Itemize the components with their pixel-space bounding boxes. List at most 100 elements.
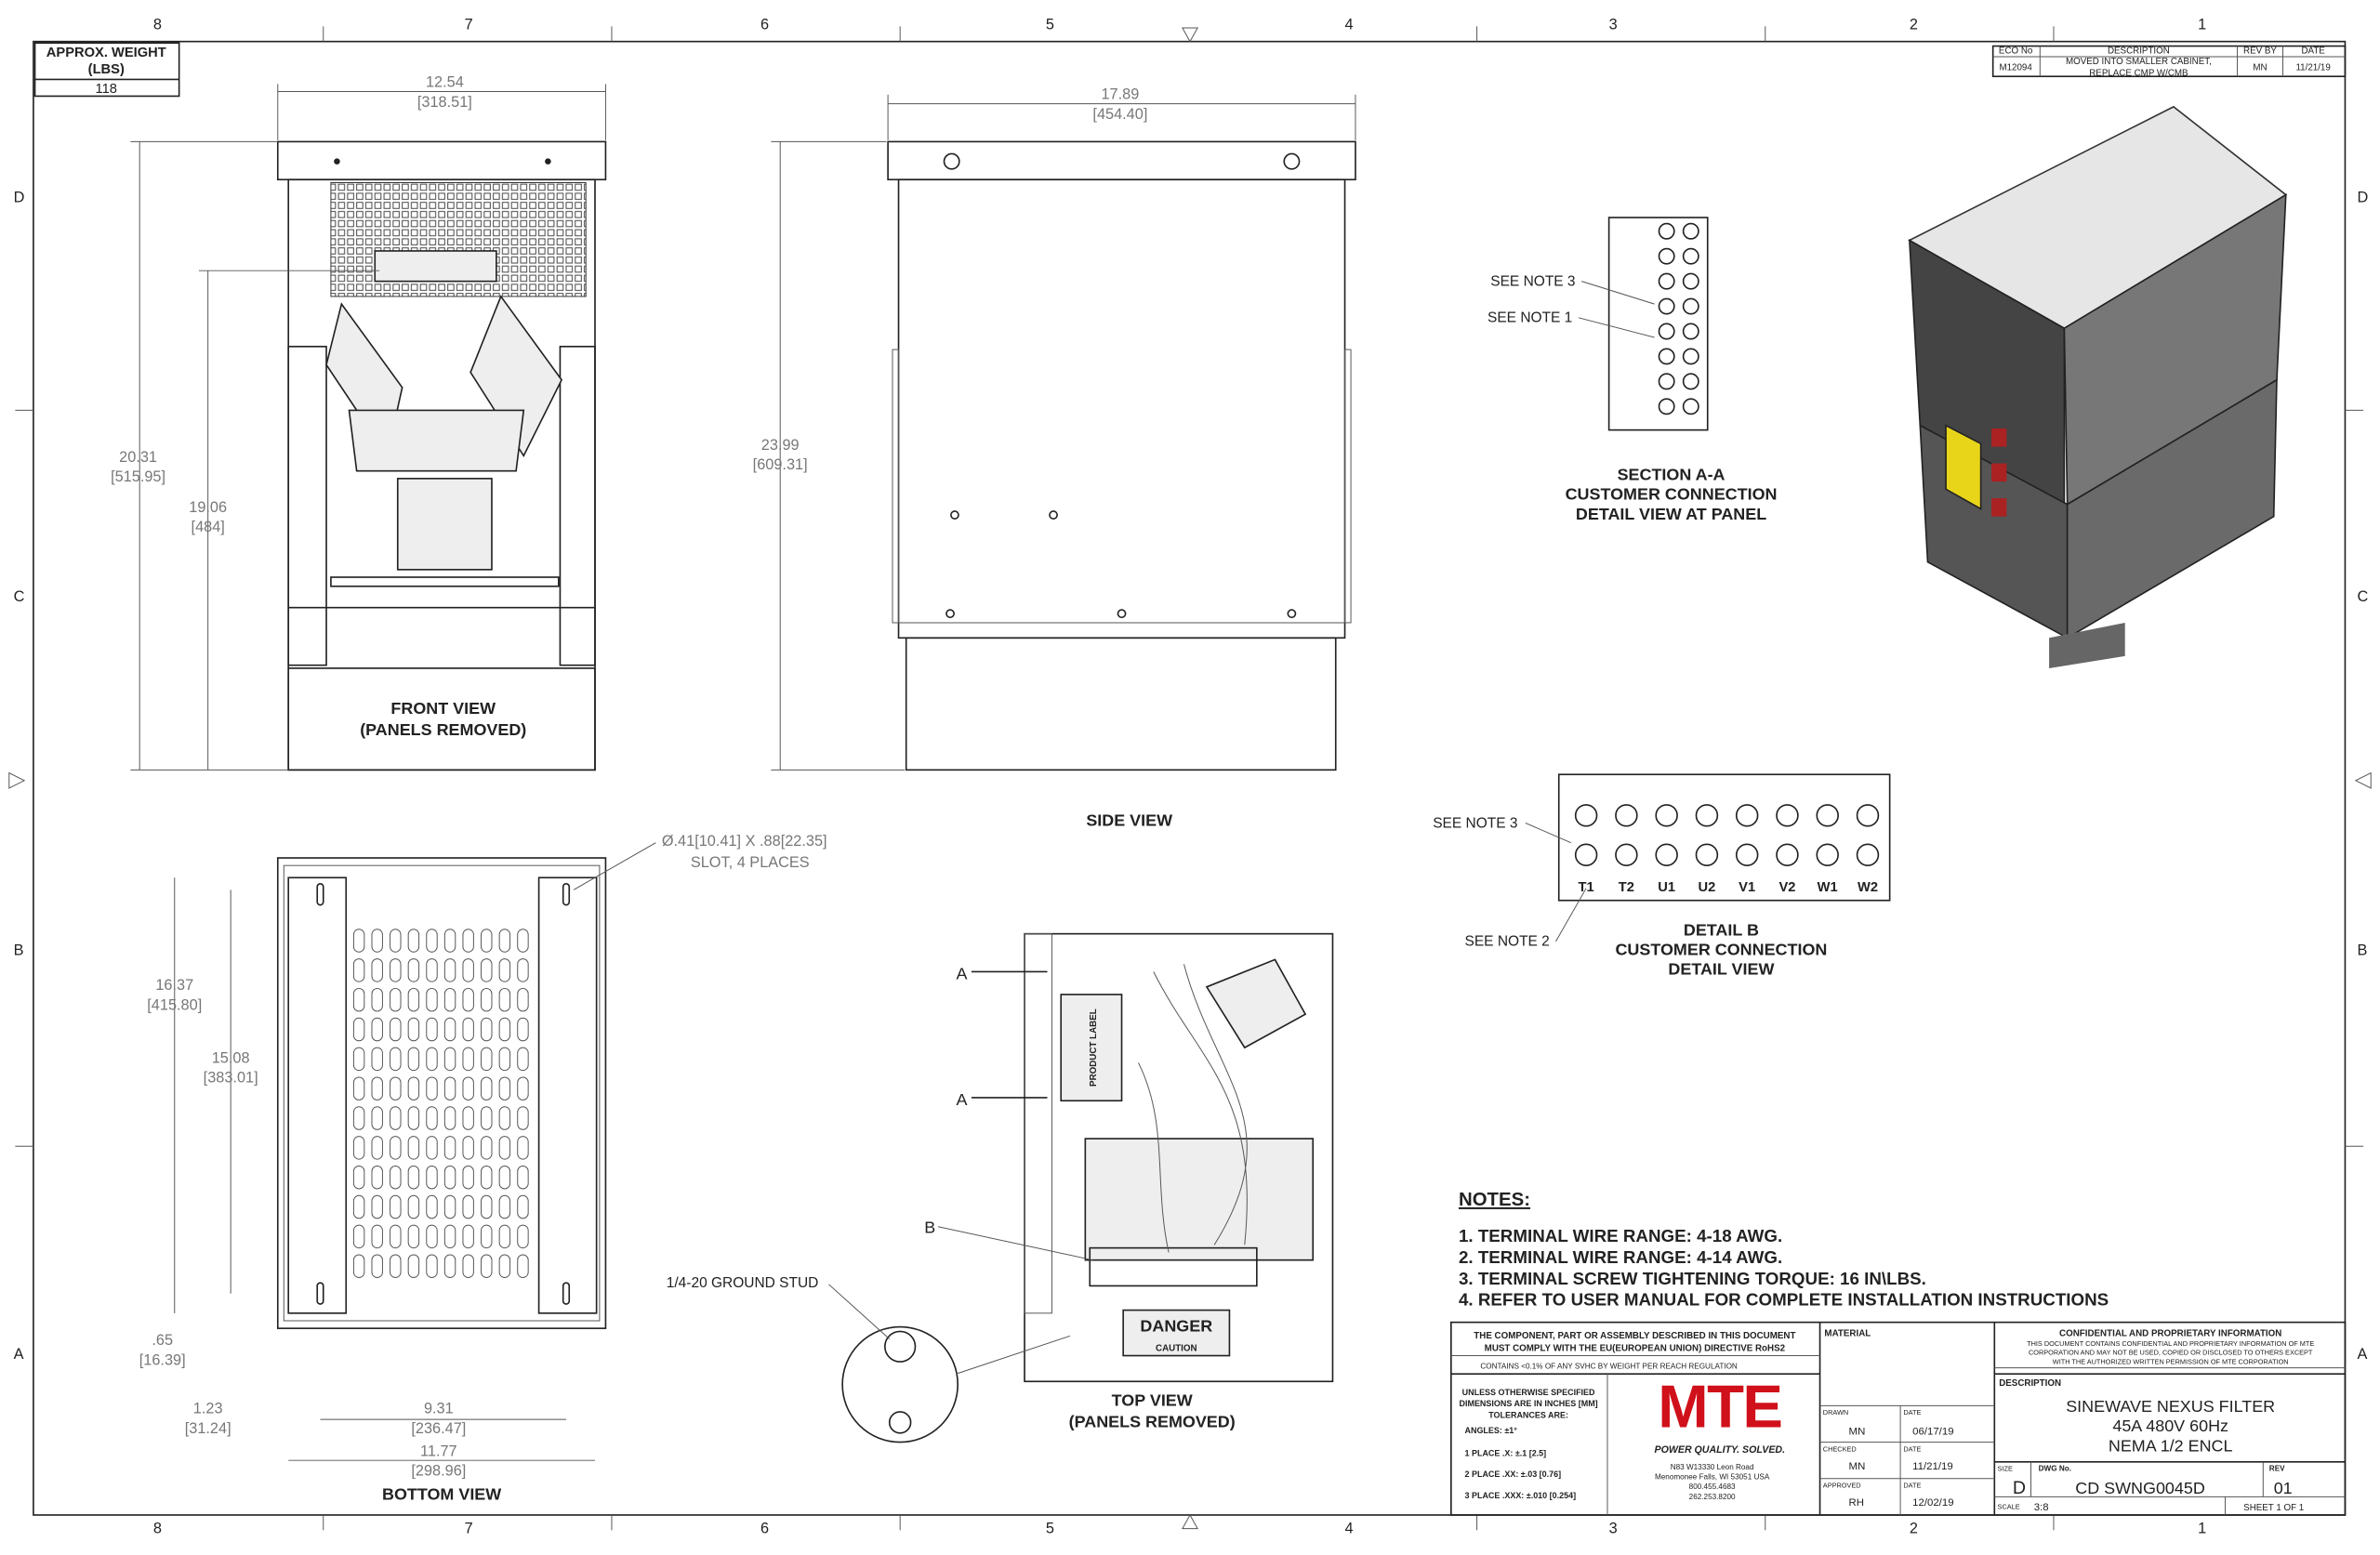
terminal-label: U1 [1658,880,1675,895]
vent-slot [390,929,402,953]
front-width-dim-mm: [318.51] [417,94,472,111]
zone-col-7-bottom: 7 [465,1521,473,1537]
vent-slot [426,1224,438,1249]
terminal-top-screw [1695,804,1719,827]
terminal-bottom-screw [1816,843,1839,867]
vent-slot [426,987,438,1012]
checked-date-label: DATE [1903,1444,1921,1453]
vent-slot [407,1017,420,1042]
vent-slot [407,1224,420,1249]
vent-slot [517,1254,529,1278]
vent-slot [462,1017,474,1042]
vent-slot [407,1076,420,1100]
vent-slot [462,1224,474,1249]
vent-slot [407,987,420,1012]
vent-slot [498,1136,511,1160]
tol-2: DIMENSIONS ARE IN INCHES [MM] [1460,1399,1598,1408]
note-1: 1. TERMINAL WIRE RANGE: 4-18 AWG. [1459,1226,1782,1245]
front-view: FRONT VIEW (PANELS REMOVED) 12.54 [318.5… [111,74,607,771]
vent-slot [352,1017,365,1042]
vent-slot [407,1106,420,1130]
rev-header-eco: ECO No [1999,46,2033,57]
zone-col-4-bottom: 4 [1345,1521,1354,1537]
tol-1: UNLESS OTHERWISE SPECIFIED [1462,1388,1595,1397]
vent-slot [498,1047,511,1072]
revision-block: ECO No DESCRIPTION REV BY DATE M12094 MO… [1991,45,2347,78]
zone-row-d: D [14,190,25,206]
phone-2: 262.253.8200 [1689,1493,1736,1501]
zone-col-3-bottom: 3 [1609,1521,1618,1537]
vent-slot [481,987,493,1012]
zone-row-a-right: A [2358,1346,2368,1363]
vent-slot [517,1224,529,1249]
vent-slot [498,1194,511,1219]
terminal-bottom-screw [1776,843,1799,867]
vent-slot [371,1136,383,1160]
dwg-number: CD SWNG0045D [2075,1479,2205,1497]
terminal-screw [1658,272,1675,290]
vent-slot [426,1254,438,1278]
front-inner-dim-mm: [484] [192,519,225,535]
front-height-dim-mm: [515.95] [111,468,165,485]
terminal-screw [1682,348,1699,365]
vent-slot [443,1047,456,1072]
terminal-bottom-screw [1615,843,1638,867]
side-width-dim: 17.89 [1101,86,1139,103]
terminal-label: V1 [1739,880,1755,895]
vent-slot [390,1106,402,1130]
bottom-dim-15: 15.08 [212,1049,250,1066]
tagline: POWER QUALITY. SOLVED. [1655,1444,1786,1456]
vent-slot [352,929,365,953]
vent-slot [352,1076,365,1100]
conf-1: THIS DOCUMENT CONTAINS CONFIDENTIAL AND … [2027,1339,2314,1348]
vent-slot [498,987,511,1012]
rev-date: 11/21/19 [2295,63,2330,73]
detail-title-3: DETAIL VIEW [1668,960,1774,979]
section-marker-a-top: A [957,965,968,983]
terminal-top-screw [1856,804,1880,827]
vent-slot [426,1076,438,1100]
terminal-screw [1682,297,1699,315]
product-label: PRODUCT LABEL [1089,1008,1099,1087]
terminal-bottom-screw [1735,843,1759,867]
tol-3: TOLERANCES ARE: [1488,1410,1568,1419]
vent-slot [443,1165,456,1190]
vent-slot [426,929,438,953]
vent-slot [352,1047,365,1072]
vent-slot [407,1194,420,1219]
vent-slot [481,1106,493,1130]
vent-slot [481,1194,493,1219]
danger-label: DANGER [1140,1316,1212,1335]
terminal-screw [1682,272,1699,290]
vent-slot [517,958,529,982]
tol-2place: 2 PLACE .XX: ±.03 [0.76] [1465,1469,1562,1479]
detail-marker-b: B [924,1218,935,1236]
top-view-subtitle: (PANELS REMOVED) [1069,1412,1236,1430]
vent-slot [517,1017,529,1042]
terminal-top-screw [1574,804,1598,827]
detail-title-2: CUSTOMER CONNECTION [1615,941,1827,959]
bottom-dim-931-mm: [236.47] [411,1420,466,1437]
terminal-bottom-screw [1655,843,1678,867]
vent-slot [407,958,420,982]
vent-slot [498,1224,511,1249]
vent-slot [481,958,493,982]
vent-slot [443,958,456,982]
vent-slot [371,1017,383,1042]
vent-slot [390,958,402,982]
vent-slot [390,987,402,1012]
zone-row-a: A [14,1346,24,1363]
terminal-screw [1682,398,1699,415]
vent-slot [352,1165,365,1190]
vent-slot [371,1106,383,1130]
rev-header-date: DATE [2301,46,2325,57]
terminal-label: T1 [1579,880,1594,895]
size-label: SIZE [1998,1465,2013,1473]
terminal-screw [1658,373,1675,390]
zone-col-5: 5 [1046,17,1054,33]
vent-slot [481,1224,493,1249]
vent-slot [462,1047,474,1072]
vent-slot [352,1106,365,1130]
vent-slot [371,1047,383,1072]
